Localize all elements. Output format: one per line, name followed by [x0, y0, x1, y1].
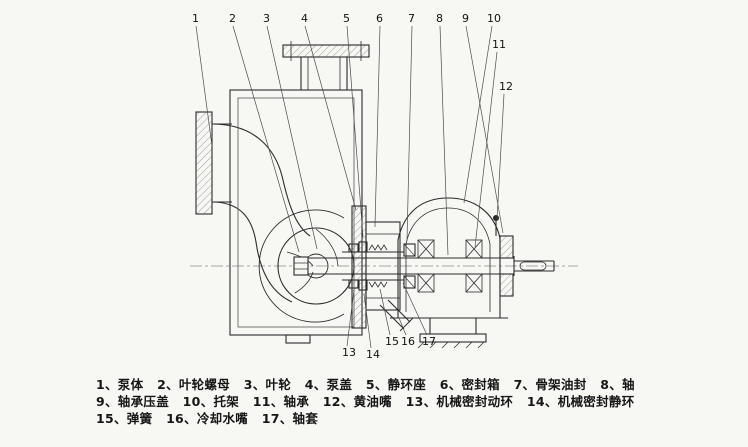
callout-16: 16 [401, 335, 415, 348]
callout-17: 17 [422, 335, 436, 348]
callout-1: 1 [192, 12, 199, 25]
callout-2: 2 [229, 12, 236, 25]
legend-item-11: 11、轴承 [252, 394, 310, 409]
legend-item-3: 3、叶轮 [243, 377, 292, 392]
impeller-nut [293, 256, 309, 276]
seal-spring [368, 244, 388, 288]
bearing-left [417, 239, 435, 293]
legend-item-12: 12、黄油嘴 [322, 394, 392, 409]
seal-box [365, 221, 401, 311]
callout-numbers: 1 2 3 4 5 6 7 8 9 10 11 12 13 14 15 16 1… [192, 12, 513, 361]
callout-13: 13 [342, 346, 356, 359]
bearing-bracket [390, 197, 508, 319]
suction-passage [211, 123, 311, 303]
drain-boss [285, 334, 311, 344]
callout-7: 7 [408, 12, 415, 25]
legend-item-15: 15、弹簧 [96, 411, 153, 426]
discharge-flange [282, 41, 370, 90]
ground-hatch [417, 341, 485, 349]
legend-item-2: 2、叶轮螺母 [157, 377, 231, 392]
legend-item-8: 8、轴 [600, 377, 635, 392]
legend-item-14: 14、机械密封静环 [526, 394, 635, 409]
pedestal [417, 318, 487, 349]
legend-item-6: 6、密封箱 [439, 377, 500, 392]
cooling-nozzle [379, 299, 414, 332]
callout-5: 5 [343, 12, 350, 25]
legend-item-1: 1、泵体 [96, 377, 144, 392]
callout-10: 10 [487, 12, 501, 25]
legend-item-10: 10、托架 [182, 394, 240, 409]
drawing-lines [190, 41, 578, 349]
legend-item-7: 7、骨架油封 [513, 377, 587, 392]
callout-6: 6 [376, 12, 383, 25]
legend-item-16: 16、冷却水嘴 [166, 411, 249, 426]
pump-cover [351, 205, 367, 329]
legend-item-13: 13、机械密封动环 [405, 394, 514, 409]
callout-3: 3 [263, 12, 270, 25]
legend-item-9: 9、轴承压盖 [96, 394, 169, 409]
bearing-gland [499, 235, 514, 297]
legend-item-4: 4、泵盖 [304, 377, 353, 392]
callout-4: 4 [301, 12, 308, 25]
mechanical-seal-rings [348, 241, 368, 291]
legend: 1、泵体 2、叶轮螺母 3、叶轮 4、泵盖 5、静环座 6、密封箱 7、骨架油封… [96, 376, 662, 427]
legend-item-5: 5、静环座 [365, 377, 427, 392]
volute-wall [258, 209, 345, 323]
grease-nipple [492, 214, 500, 236]
bearing-right [465, 239, 483, 293]
legend-item-17: 17、轴套 [261, 411, 319, 426]
shaft-keyway [519, 261, 547, 271]
callout-12: 12 [499, 80, 513, 93]
callout-8: 8 [436, 12, 443, 25]
callout-11: 11 [492, 38, 506, 51]
callout-15: 15 [385, 335, 399, 348]
callout-14: 14 [366, 348, 380, 361]
leader-lines [195, 25, 505, 349]
callout-9: 9 [462, 12, 469, 25]
suction-flange [195, 111, 232, 215]
